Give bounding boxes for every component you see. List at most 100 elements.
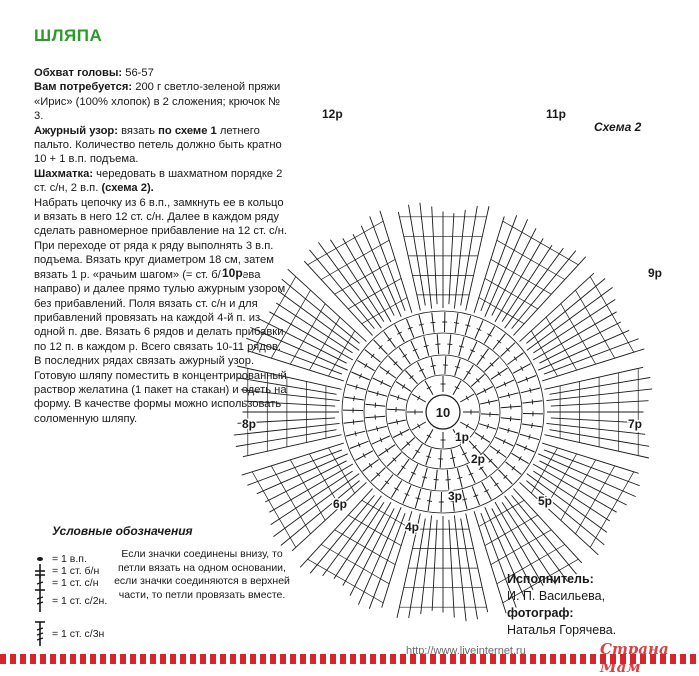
fan-tie <box>362 298 407 324</box>
stitch-spoke <box>372 436 390 444</box>
stitch-bar <box>532 400 533 405</box>
stitch-bar <box>418 424 421 428</box>
stitch-spoke <box>435 470 437 490</box>
fan-tie <box>576 290 615 358</box>
stitch-spoke <box>495 437 513 446</box>
fan-stitch <box>310 250 375 329</box>
stitch-bar <box>419 369 424 371</box>
stitch-bar <box>503 439 505 444</box>
stitch-spoke <box>357 360 374 370</box>
stitch-spoke <box>425 381 433 395</box>
row-label: 6р <box>333 497 347 511</box>
fan-tie <box>348 515 401 546</box>
fan-stitch <box>288 269 367 341</box>
fan-stitch <box>550 430 650 447</box>
fan-stitch <box>397 514 420 618</box>
stitch-bar <box>400 431 402 436</box>
stitch-spoke <box>507 353 523 365</box>
stitch-bar <box>401 466 405 469</box>
lace-pattern-label: Ажурный узор: <box>34 125 118 137</box>
fan-tie <box>308 221 384 265</box>
stitch-spoke <box>477 387 493 395</box>
stitch-bar <box>394 488 398 491</box>
stitch-bar <box>447 344 452 345</box>
stitch-spoke <box>387 453 401 467</box>
fan-tie <box>503 221 579 265</box>
stitch-spoke <box>491 368 508 379</box>
stitch-spoke <box>379 445 396 456</box>
stitch-spoke <box>409 464 418 482</box>
stitch-bar <box>532 423 533 428</box>
fan-tie <box>329 331 355 376</box>
fan-tie <box>546 454 577 507</box>
fan-tie <box>290 304 325 365</box>
fan-stitch <box>520 482 599 554</box>
stitch-spoke <box>422 468 427 487</box>
fan-stitch <box>334 502 384 578</box>
fan-stitch <box>533 464 617 512</box>
stitch-spoke <box>381 475 394 491</box>
stitch-spoke <box>365 350 381 363</box>
credits-block: Исполнитель: И. П. Васильева, фотограф: … <box>507 571 616 639</box>
stitch-bar <box>497 450 500 454</box>
fan-tie <box>576 466 615 534</box>
stitch-bar <box>413 349 418 351</box>
stitch-bar <box>484 388 486 393</box>
fan-stitch <box>466 514 488 613</box>
fan-stitch <box>323 496 382 576</box>
stitch-spoke <box>484 326 494 343</box>
stitch-spoke <box>501 343 515 357</box>
fan-stitch <box>409 519 426 619</box>
stitch-spoke <box>451 449 455 467</box>
fan-stitch <box>539 461 626 505</box>
fan-tie <box>329 448 355 493</box>
row-label: 7р <box>628 417 642 431</box>
stitch-spoke <box>491 476 503 492</box>
stitch-spoke <box>484 454 498 468</box>
stitch-spoke <box>485 358 499 372</box>
stitch-spoke <box>412 394 426 402</box>
fan-stitch <box>279 292 359 351</box>
stitch-spoke <box>512 453 529 463</box>
fan-stitch <box>542 443 638 473</box>
stitch-bar <box>376 473 380 477</box>
stitch-bar <box>356 385 357 390</box>
fan-stitch <box>512 495 577 574</box>
stitch-bar <box>369 463 372 467</box>
stitch-bar <box>476 379 479 383</box>
fan-stitch <box>409 205 426 306</box>
stitch-spoke <box>462 490 467 509</box>
fan-stitch <box>474 216 504 312</box>
stitch-spoke <box>425 429 433 443</box>
fan-stitch <box>533 299 615 353</box>
stitch-bar <box>426 456 431 458</box>
fan-stitch <box>461 519 478 620</box>
fan-stitch <box>300 489 372 568</box>
fan-stitch <box>546 423 645 434</box>
stitch-spoke <box>428 491 431 511</box>
legend-title: Условные обозначения <box>52 524 193 538</box>
fan-stitch <box>544 450 640 486</box>
fan-stitch <box>513 257 585 336</box>
fan-stitch <box>474 511 506 613</box>
stitch-spoke <box>513 364 531 374</box>
stitch-spoke <box>373 378 391 387</box>
stitch-spoke <box>490 446 506 458</box>
stitch-spoke <box>475 320 483 338</box>
fan-stitch <box>542 349 644 381</box>
chart-stitch-layer <box>234 203 652 621</box>
stitch-spoke <box>469 440 481 453</box>
stitch-spoke <box>449 334 451 354</box>
stitch-bar <box>466 325 471 326</box>
stitch-bar <box>365 363 368 367</box>
fan-tie <box>531 331 557 376</box>
double-crochet-2-icon <box>30 588 50 614</box>
fan-tie <box>309 317 340 370</box>
fan-tie <box>362 500 407 526</box>
fan-stitch <box>247 450 342 485</box>
stitch-bar <box>411 472 416 474</box>
stitch-bar <box>402 384 405 388</box>
fan-tie <box>561 460 596 521</box>
row-label: 3р <box>448 489 462 503</box>
legend-item-dc3: = 1 ст. с/3н <box>30 621 104 647</box>
